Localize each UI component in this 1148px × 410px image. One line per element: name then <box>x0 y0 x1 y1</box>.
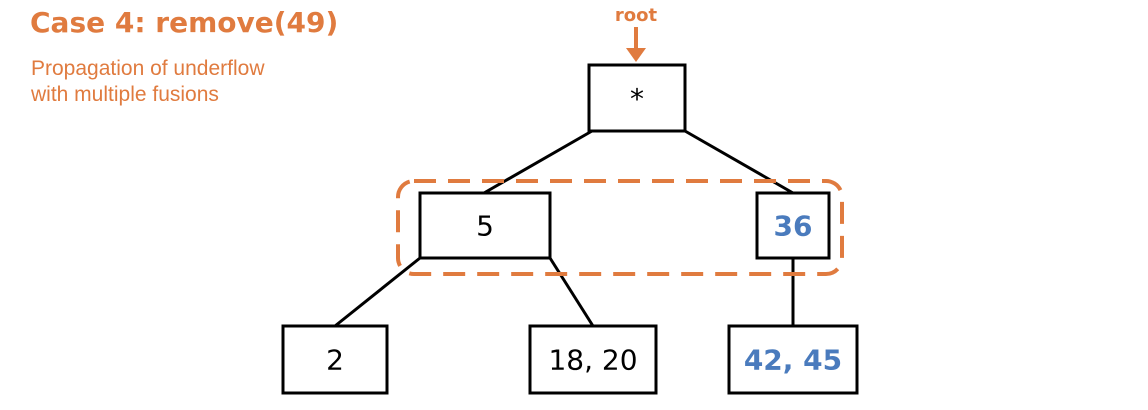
root-label: root <box>615 5 658 26</box>
edge-root-right <box>684 129 794 195</box>
root-arrow <box>626 27 646 62</box>
edge-left-leaf1 <box>334 256 421 328</box>
tree-node-internal-right: 36 <box>755 191 831 260</box>
node-leaf-3-label: 42, 45 <box>744 344 842 377</box>
tree-node-leaf-3: 42, 45 <box>727 324 859 395</box>
tree-node-leaf-1: 2 <box>281 324 389 395</box>
tree-node-root: * <box>587 63 687 133</box>
subtitle-line-2: with multiple fusions <box>31 83 219 106</box>
node-internal-right-label: 36 <box>774 210 813 243</box>
tree-node-leaf-2: 18, 20 <box>528 324 658 395</box>
node-leaf-2-label: 18, 20 <box>548 344 637 377</box>
edge-root-left <box>483 129 593 195</box>
edge-left-leaf2 <box>548 257 595 327</box>
tree-node-internal-left: 5 <box>418 191 552 260</box>
node-internal-left-label: 5 <box>476 210 494 243</box>
fusion-highlight-box <box>396 179 844 276</box>
node-leaf-1-label: 2 <box>326 344 344 377</box>
slide-subtitle: Propagation of underflow with multiple f… <box>31 56 351 108</box>
subtitle-line-1: Propagation of underflow <box>31 57 265 80</box>
node-root-label: * <box>630 83 644 116</box>
slide-title: Case 4: remove(49) <box>30 6 339 39</box>
